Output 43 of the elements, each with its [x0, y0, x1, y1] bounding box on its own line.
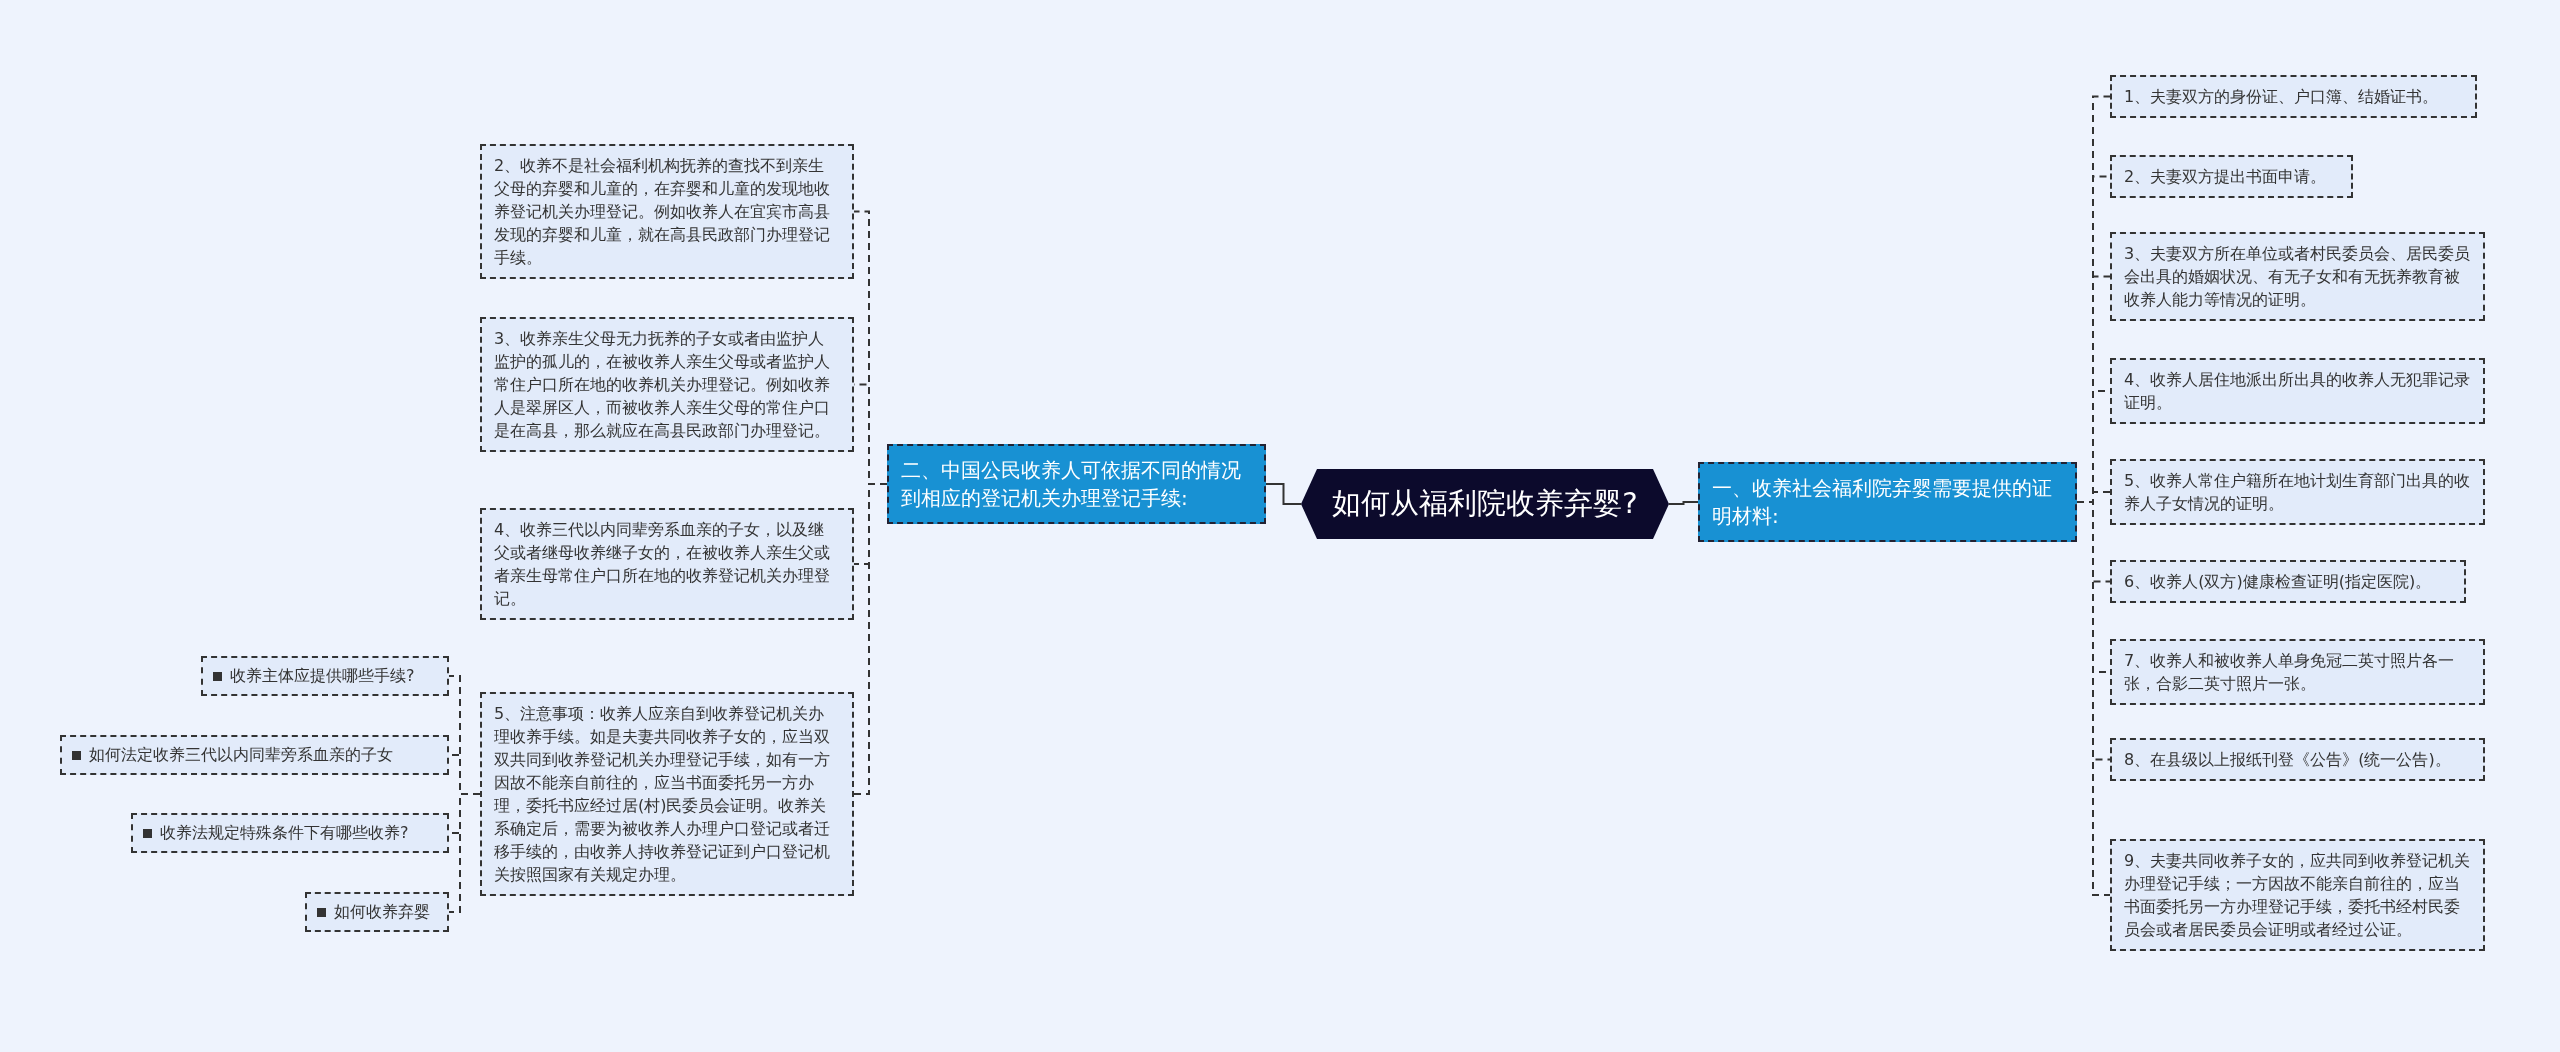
topic-text: 9、夫妻共同收养子女的，应共同到收养登记机关办理登记手续；一方因故不能亲自前往的，应当书面委托另一方办理登记手续，委托书经村民委员会或者居民委员会证明或者经过公证。 [2124, 851, 2471, 939]
branch-topic-box [1698, 462, 2077, 542]
detail-box [2110, 639, 2485, 705]
topic-text: 3、收养亲生父母无力抚养的子女或者由监护人监护的孤儿的，在被收养人亲生父母或者监护人常住户口所在地的收养机关办理登记。例如收养人是翠屏区人，而被收养人亲生父母的常住户口是在高县，那么就应在高县民政部门办理登记。 [494, 329, 830, 440]
topic-text: 1、夫妻双方的身份证、户口簿、结婚证书。 [2124, 87, 2439, 106]
connector-line [448, 793, 481, 913]
topic-text: 2、夫妻双方提出书面申请。 [2124, 167, 2327, 186]
detail-box [2110, 358, 2485, 424]
topic-text: 4、收养人居住地派出所出具的收养人无犯罪记录证明。 [2124, 370, 2471, 412]
topic-text: 3、夫妻双方所在单位或者村民委员会、居民委员会出具的婚姻状况、有无子女和有无抚养教育被收养人能力等情况的证明。 [2124, 244, 2471, 309]
detail-box [480, 692, 854, 896]
topic-text: 4、收养三代以内同辈旁系血亲的子女，以及继父或者继母收养继子女的，在被收养人亲生父或者亲生母常住户口所在地的收养登记机关办理登记。 [494, 520, 830, 608]
related-topic-box [60, 735, 449, 775]
detail-box [2110, 839, 2485, 951]
topic-text: 如何收养弃婴 [334, 901, 430, 923]
detail-box [2110, 75, 2477, 118]
topic-text: 8、在县级以上报纸刊登《公告》(统一公告)。 [2124, 750, 2451, 769]
detail-box [2110, 232, 2485, 321]
topic-text: 2、收养不是社会福利机构抚养的查找不到亲生父母的弃婴和儿童的，在弃婴和儿童的发现地收养登记机关办理登记。例如收养人在宜宾市高县发现的弃婴和儿童，就在高县民政部门办理登记手续。 [494, 156, 830, 267]
detail-box [480, 317, 854, 452]
connector-line [1265, 483, 1302, 505]
related-topic-box [131, 813, 449, 853]
topic-text: 二、中国公民收养人可依据不同的情况到相应的登记机关办理登记手续: [901, 458, 1241, 510]
topic-text: 5、注意事项：收养人应亲自到收养登记机关办理收养手续。如是夫妻共同收养子女的，应当双双共同到收养登记机关办理登记手续，如有一方因故不能亲自前往的，应当书面委托另一方办理，委托书应经过居(村)民委员会证明。收养关系确定后，需要为被收养人办理户口登记或者迁移手续的，由收养人持收养登记证到户口登记机关按照国家有关规定办理。 [494, 704, 830, 884]
detail-box [2110, 560, 2466, 603]
topic-text: 一、收养社会福利院弃婴需要提供的证明材料: [1712, 476, 2052, 528]
detail-box [480, 508, 854, 620]
detail-box [2110, 738, 2485, 781]
detail-box [2110, 155, 2353, 198]
topic-text: 如何法定收养三代以内同辈旁系血亲的子女 [89, 744, 393, 766]
topic-text: 7、收养人和被收养人单身免冠二英寸照片各一张，合影二英寸照片一张。 [2124, 651, 2455, 693]
topic-text: 5、收养人常住户籍所在地计划生育部门出具的收养人子女情况的证明。 [2124, 471, 2471, 513]
detail-box [2110, 459, 2485, 525]
detail-box [480, 144, 854, 279]
connector-line [853, 483, 888, 795]
topic-text: 6、收养人(双方)健康检查证明(指定医院)。 [2124, 572, 2432, 591]
topic-text: 收养法规定特殊条件下有哪些收养? [160, 822, 409, 844]
central-topic-text: 如何从福利院收养弃婴? [1332, 485, 1638, 522]
branch-topic-box [887, 444, 1266, 524]
related-topic-box [305, 892, 449, 932]
connector-line [1668, 501, 1699, 505]
topic-text: 收养主体应提供哪些手续? [230, 665, 415, 687]
related-topic-box [201, 656, 449, 696]
